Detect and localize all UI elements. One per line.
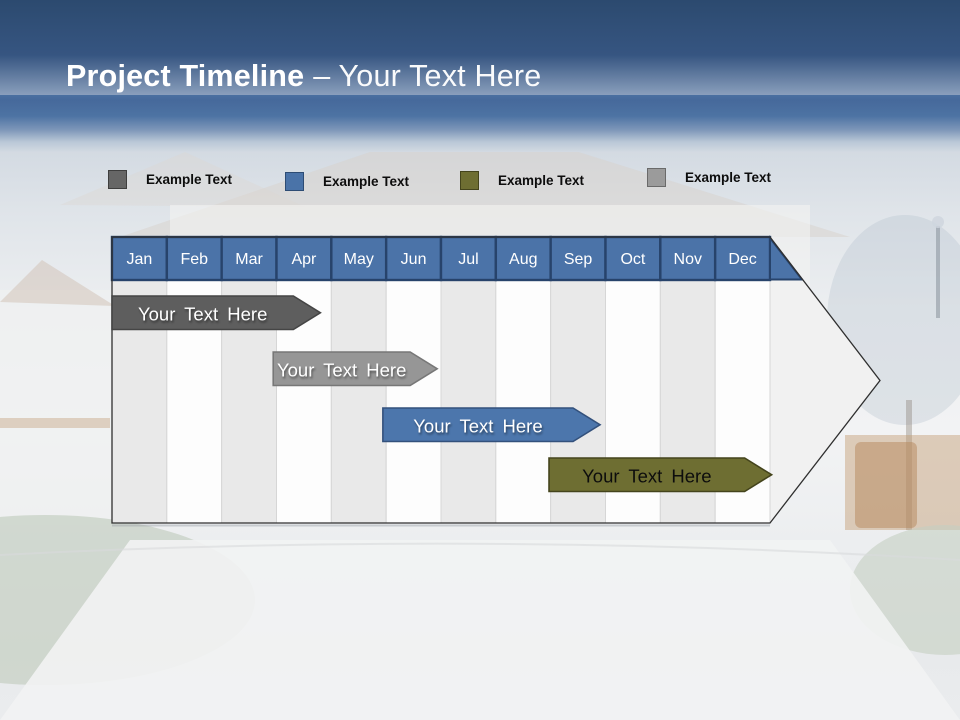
lamp-head xyxy=(932,216,944,228)
month-column xyxy=(385,279,442,524)
month-label: Feb xyxy=(180,251,208,268)
month-cell[interactable] xyxy=(713,235,772,282)
month-label: May xyxy=(344,251,374,268)
month-cell[interactable] xyxy=(494,235,552,282)
legend-label: Example Text xyxy=(498,173,585,188)
timeline-bar-label[interactable]: Your Text Here xyxy=(413,415,542,436)
title-subtitle: – Your Text Here xyxy=(313,59,542,93)
title-band xyxy=(0,0,960,152)
legend-label: Example Text xyxy=(146,172,233,187)
month-column xyxy=(440,279,497,524)
month-column xyxy=(495,279,552,524)
left-roof xyxy=(0,260,115,306)
month-label: Jan xyxy=(127,251,153,268)
left-house-wall xyxy=(0,290,112,525)
month-cell[interactable] xyxy=(275,235,333,282)
legend-item[interactable]: Example Text xyxy=(460,171,584,190)
slide-title[interactable]: Project Timeline– Your Text Here xyxy=(66,59,542,94)
legend-swatch-icon xyxy=(108,170,127,189)
gate xyxy=(855,442,917,528)
month-label: Sep xyxy=(564,251,593,268)
legend-swatch-icon xyxy=(647,168,666,187)
legend-swatch-icon xyxy=(460,171,479,190)
timeline-bar-shape[interactable] xyxy=(548,457,774,493)
legend-label: Example Text xyxy=(323,174,410,189)
curb-line xyxy=(0,542,960,561)
timeline-bar-shape[interactable] xyxy=(382,407,602,443)
month-label: Aug xyxy=(509,251,537,268)
left-eave xyxy=(0,418,110,428)
month-label: Dec xyxy=(728,251,756,268)
month-label: Jul xyxy=(458,251,478,268)
lamp-post xyxy=(936,226,940,318)
month-cell[interactable] xyxy=(549,235,607,282)
title-main: Project Timeline xyxy=(66,59,305,93)
legend-item[interactable]: Example Text xyxy=(647,168,771,187)
month-label: Apr xyxy=(291,251,317,268)
month-label: Mar xyxy=(235,251,263,268)
timeline-bar[interactable]: Your Text Here xyxy=(272,351,439,387)
timeline-bar[interactable]: Your Text Here xyxy=(382,407,602,443)
timeline-bar-label[interactable]: Your Text Here xyxy=(138,303,267,324)
legend-item[interactable]: Example Text xyxy=(108,170,232,189)
roof-shape-left xyxy=(60,152,305,207)
timeline-bar-label[interactable]: Your Text Here xyxy=(582,465,711,486)
month-label: Oct xyxy=(620,251,645,268)
timeline-bar[interactable]: Your Text Here xyxy=(111,295,322,331)
legend-swatch-icon xyxy=(285,172,304,191)
month-column xyxy=(330,279,387,524)
month-cell[interactable] xyxy=(220,235,278,282)
legend-item[interactable]: Example Text xyxy=(285,172,409,191)
month-label: Nov xyxy=(674,251,702,268)
driveway xyxy=(0,540,960,720)
timeline-bar[interactable]: Your Text Here xyxy=(548,457,774,493)
month-label: Jun xyxy=(401,251,427,268)
legend-label: Example Text xyxy=(685,170,772,185)
timeline-bar-shape[interactable] xyxy=(272,351,439,387)
timeline-arrow-outline xyxy=(111,236,881,524)
timeline-bar-label[interactable]: Your Text Here xyxy=(277,359,406,380)
timeline-bar-shape[interactable] xyxy=(111,295,322,331)
